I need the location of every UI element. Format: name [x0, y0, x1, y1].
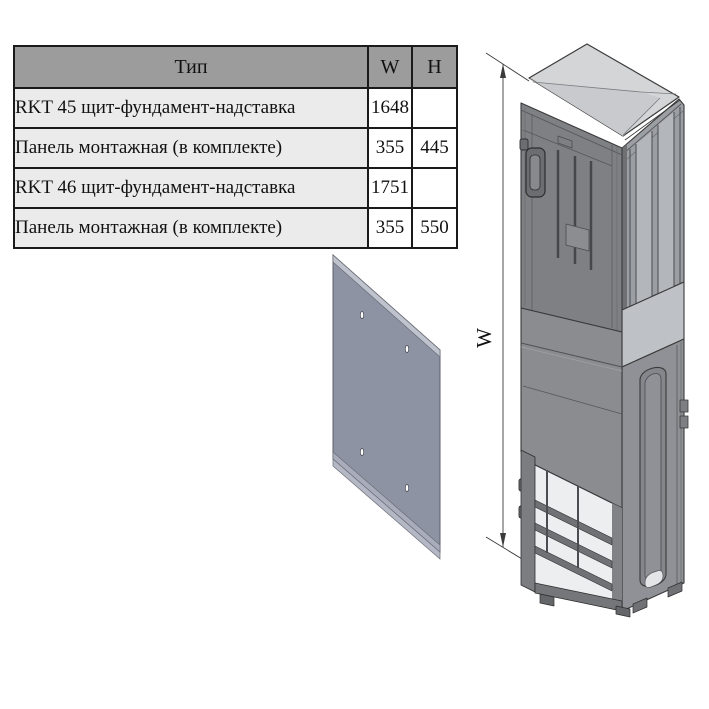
extension-line-top — [485, 52, 530, 82]
rail — [534, 545, 613, 592]
door-plate — [565, 223, 590, 252]
side-panel-stripe — [658, 112, 674, 294]
w-cell: 355 — [367, 127, 413, 169]
frame-left-post — [520, 449, 536, 593]
table-row: RKT 45 щит-фундамент-надставка 1648 — [13, 87, 458, 129]
cabinet-foundation-frame — [520, 449, 631, 618]
foot — [667, 581, 683, 598]
h-cell: 445 — [411, 127, 458, 169]
foot — [632, 597, 648, 614]
table-row: Панель монтажная (в комплекте) 355 445 — [13, 127, 458, 169]
cabinet-roof — [528, 43, 681, 141]
dimension-arrow-top-icon — [500, 64, 506, 78]
dimensions-table: Тип W H RKT 45 щит-фундамент-надставка 1… — [13, 45, 458, 249]
mounting-hole — [359, 448, 365, 456]
cabinet-illustration — [518, 43, 689, 618]
header-w: W — [367, 45, 413, 89]
dimension-arrow-bottom-icon — [500, 533, 506, 547]
h-cell: 550 — [411, 207, 458, 249]
mounting-hole — [404, 484, 410, 492]
door-handle — [519, 138, 546, 198]
extension-line-bottom — [485, 536, 528, 563]
rail — [534, 522, 613, 569]
corner-shadow — [622, 144, 627, 310]
panel-bottom-edge — [332, 458, 441, 560]
dimension-label: W — [472, 328, 496, 348]
dimension-w: W — [472, 52, 530, 563]
type-cell: RKT 45 щит-фундамент-надставка — [13, 87, 369, 129]
table-row: Панель монтажная (в комплекте) 355 550 — [13, 207, 458, 249]
w-cell: 355 — [367, 207, 413, 249]
type-cell: RKT 46 щит-фундамент-надставка — [13, 167, 369, 209]
header-h: H — [411, 45, 458, 89]
cabinet-front-upper — [519, 102, 623, 333]
table-header-row: Тип W H — [13, 45, 458, 89]
frame-rails — [534, 499, 613, 592]
roof-eave-edge — [624, 99, 681, 141]
rail — [534, 499, 613, 546]
latch-knob — [519, 138, 529, 151]
type-cell: Панель монтажная (в комплекте) — [13, 207, 369, 249]
header-type: Тип — [13, 45, 369, 89]
mounting-hole — [404, 345, 410, 353]
h-cell — [411, 167, 458, 209]
frame-corner-post — [612, 503, 622, 611]
w-cell: 1648 — [367, 87, 413, 129]
table-row: RKT 46 щит-фундамент-надставка 1751 — [13, 167, 458, 209]
side-tab — [679, 415, 689, 429]
roof-front-slope — [529, 78, 660, 136]
mounting-hole — [359, 311, 365, 319]
panel-top-flange — [332, 254, 441, 358]
side-panel-stripe — [636, 131, 652, 304]
side-slot — [639, 366, 667, 588]
type-cell: Панель монтажная (в комплекте) — [13, 127, 369, 169]
h-cell — [411, 87, 458, 129]
w-cell: 1751 — [367, 167, 413, 209]
panel-mounting-holes — [359, 311, 410, 492]
mounting-panel-illustration — [332, 253, 441, 560]
foot — [615, 605, 631, 618]
cabinet-side-lower — [621, 338, 689, 614]
foot — [539, 593, 555, 607]
vent-opening — [557, 135, 573, 149]
side-tab — [679, 399, 689, 413]
slot-bottom-opening — [644, 570, 664, 588]
side-ribs — [629, 107, 681, 306]
